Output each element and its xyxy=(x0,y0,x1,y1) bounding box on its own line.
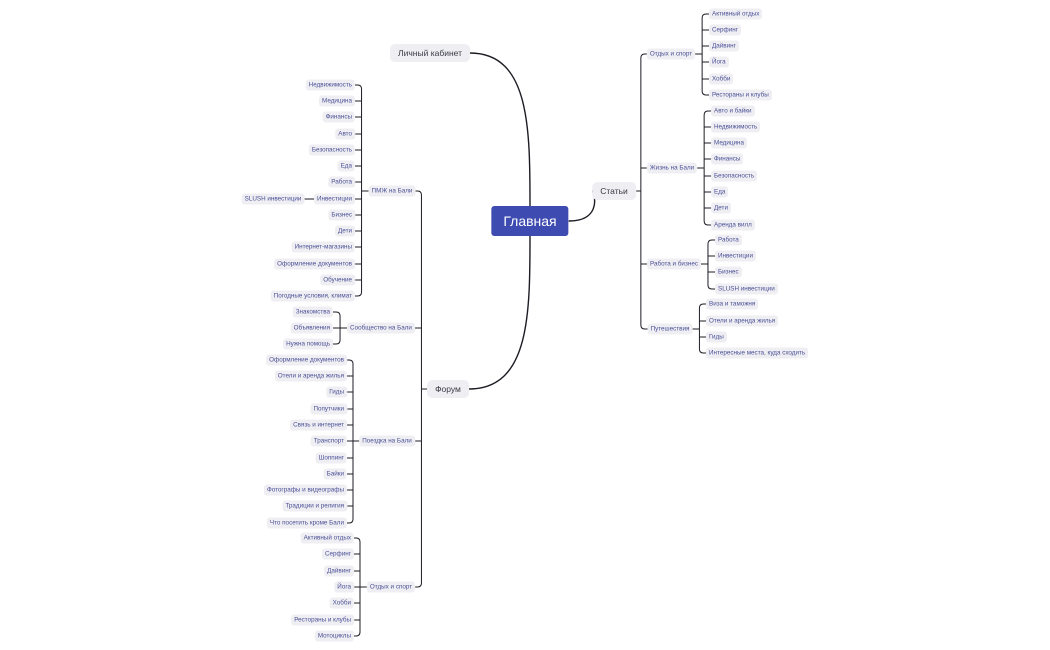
connector-line xyxy=(701,13,709,19)
leaf-node[interactable]: Йога xyxy=(334,581,354,593)
leaf-node[interactable]: Недвижимость xyxy=(305,79,355,91)
stati-rabota-i-biznes[interactable]: Работа и бизнес xyxy=(647,258,701,270)
leaf-node[interactable]: Объявления xyxy=(290,322,333,334)
connector-line xyxy=(347,359,354,365)
leaf-node[interactable]: Инвестиции xyxy=(715,250,756,262)
leaf-node[interactable]: Интернет-магазины xyxy=(291,241,355,253)
leaf-node[interactable]: Что посетить кроме Бали xyxy=(266,517,347,529)
leaf-node[interactable]: Безопасность xyxy=(711,170,758,182)
leaf-node[interactable]: Интересные места, куда сходить xyxy=(706,347,809,359)
connector-line xyxy=(703,220,711,226)
forum-pmzh-na-bali[interactable]: ПМЖ на Бали xyxy=(368,185,416,197)
leaf-node[interactable]: Оформление документов xyxy=(266,354,347,366)
leaf-node[interactable]: Транспорт xyxy=(310,435,347,447)
leaf-node[interactable]: Связь и интернет xyxy=(290,419,347,431)
root-node-glavnaya[interactable]: Главная xyxy=(491,206,569,236)
leaf-node[interactable]: Нужна помощь xyxy=(283,338,333,350)
leaf-node[interactable]: Серфинг xyxy=(709,24,742,36)
leaf-node[interactable]: Дети xyxy=(335,225,355,237)
leaf-node[interactable]: Попутчики xyxy=(310,403,347,415)
leaf-node[interactable]: Активный отдых xyxy=(300,532,354,544)
leaf-node[interactable]: Финансы xyxy=(711,153,744,165)
leaf-node[interactable]: Работа xyxy=(328,176,355,188)
leaf-node[interactable]: Гиды xyxy=(706,331,727,343)
leaf-node[interactable]: Йога xyxy=(709,56,729,68)
leaf-node[interactable]: Дети xyxy=(711,202,731,214)
connector-line xyxy=(698,303,706,309)
leaf-node[interactable]: Безопасность xyxy=(308,144,355,156)
connector-line xyxy=(568,190,596,222)
leaf-node[interactable]: Шоппинг xyxy=(315,452,347,464)
leaf-node[interactable]: Аренда вилл xyxy=(711,219,755,231)
branch-lichnyi-kabinet[interactable]: Личный кабинет xyxy=(390,44,470,62)
leaf-node[interactable]: Финансы xyxy=(322,111,355,123)
leaf-node[interactable]: Оформление документов xyxy=(274,258,355,270)
connector-line xyxy=(354,631,361,637)
forum-poezdka-na-bali[interactable]: Поездка на Бали xyxy=(359,435,415,447)
connector-line xyxy=(333,311,341,317)
leaf-node[interactable]: Авто и байки xyxy=(711,105,755,117)
connector-line xyxy=(707,239,715,245)
connector-line xyxy=(469,52,531,207)
connector-line xyxy=(640,324,648,330)
stati-otdyh-i-sport[interactable]: Отдых и спорт xyxy=(646,48,696,60)
leaf-node[interactable]: Традиции и религия xyxy=(282,500,347,512)
leaf-node[interactable]: Отели и аренда жилья xyxy=(274,370,347,382)
leaf-node-deep[interactable]: SLUSH инвестиции xyxy=(241,193,305,205)
leaf-node[interactable]: SLUSH инвестиции xyxy=(715,283,778,295)
leaf-node[interactable]: Активный отдых xyxy=(709,8,763,20)
leaf-node[interactable]: Медицина xyxy=(711,137,747,149)
connector-line xyxy=(355,84,363,90)
leaf-node[interactable]: Серфинг xyxy=(321,548,354,560)
connector-line xyxy=(707,284,715,290)
leaf-node[interactable]: Байки xyxy=(323,468,347,480)
leaf-node[interactable]: Погодные условия, климат xyxy=(270,290,355,302)
branch-forum[interactable]: Форум xyxy=(427,380,469,398)
connector-line xyxy=(640,53,647,59)
leaf-node[interactable]: Еда xyxy=(711,186,729,198)
forum-otdyh-i-sport[interactable]: Отдых и спорт xyxy=(366,581,416,593)
leaf-node[interactable]: Хобби xyxy=(329,597,354,609)
connector-line xyxy=(333,339,341,345)
stati-puteshestviya[interactable]: Путешествия xyxy=(647,323,693,335)
leaf-node[interactable]: Отели и аренда жилья xyxy=(706,315,779,327)
leaf-node[interactable]: Мотоциклы xyxy=(314,630,354,642)
leaf-node[interactable]: Знакомства xyxy=(292,306,333,318)
leaf-node[interactable]: Бизнес xyxy=(328,209,355,221)
leaf-node[interactable]: Недвижимость xyxy=(711,121,761,133)
connector-line xyxy=(701,90,709,96)
leaf-node[interactable]: Хобби xyxy=(709,73,734,85)
leaf-node[interactable]: Рестораны и клубы xyxy=(291,614,354,626)
leaf-node[interactable]: Дайвинг xyxy=(709,40,739,52)
leaf-node[interactable]: Дайвинг xyxy=(324,565,354,577)
connector-line xyxy=(703,110,711,116)
leaf-node[interactable]: Бизнес xyxy=(715,266,742,278)
connector-line xyxy=(354,537,361,543)
leaf-node[interactable]: Инвестиции xyxy=(314,193,355,205)
leaf-node[interactable]: Обучение xyxy=(320,274,355,286)
leaf-node[interactable]: Медицина xyxy=(319,95,355,107)
connector-line xyxy=(415,582,422,588)
leaf-node[interactable]: Виза и таможня xyxy=(706,298,759,310)
leaf-node[interactable]: Гиды xyxy=(326,386,347,398)
forum-soobshchestvo-na-bali[interactable]: Сообщество на Бали xyxy=(347,322,415,334)
connector-line xyxy=(698,348,706,354)
connector-line xyxy=(355,291,363,297)
leaf-node[interactable]: Фотографы и видеографы xyxy=(263,484,347,496)
leaf-node[interactable]: Рестораны и клубы xyxy=(709,89,772,101)
leaf-node[interactable]: Авто xyxy=(335,128,355,140)
stati-zhizn-na-bali[interactable]: Жизнь на Бали xyxy=(646,162,698,174)
connector-line xyxy=(468,235,531,390)
branch-stati[interactable]: Статьи xyxy=(592,182,636,200)
connector-line xyxy=(415,190,422,196)
leaf-node[interactable]: Еда xyxy=(337,160,355,172)
connector-line xyxy=(347,518,354,524)
leaf-node[interactable]: Работа xyxy=(715,234,742,246)
